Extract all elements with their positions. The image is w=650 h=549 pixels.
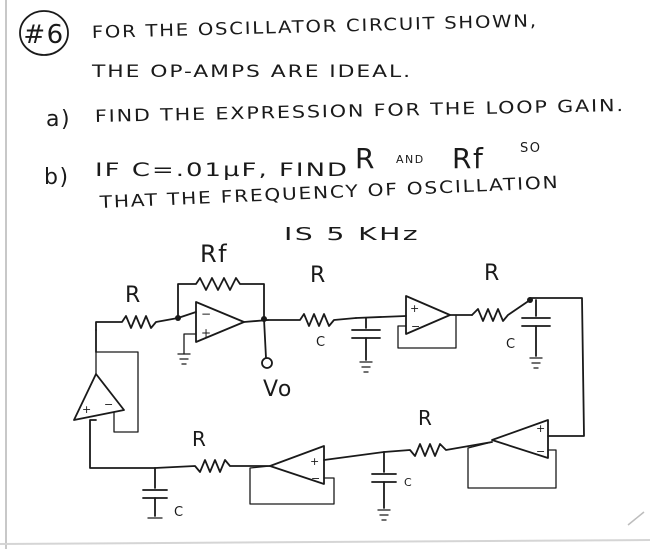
stage-2-resistor-label: R [310, 263, 327, 288]
stage-4-resistor-label: R [418, 406, 433, 430]
input-resistor [95, 311, 197, 331]
rf-label: Rf [200, 240, 228, 268]
svg-text:−: − [104, 398, 115, 411]
part-b-line1-so: SO [520, 141, 541, 156]
buffer-op-amp-2: + − [467, 419, 557, 489]
part-a-marker: a) [46, 107, 71, 132]
stage-3-resistor-label: R [484, 261, 501, 286]
svg-text:−: − [311, 472, 322, 485]
svg-text:+: + [310, 455, 321, 468]
part-b-marker: b) [44, 165, 70, 190]
svg-text:+: + [536, 422, 547, 435]
oscillator-circuit: − + Rf R Vo R [73, 240, 585, 521]
stage-4-resistor [383, 441, 493, 457]
buffer-op-amp-4: + − [73, 351, 139, 433]
stage-5-capacitor [142, 467, 168, 519]
rf-resistor [177, 277, 265, 319]
stage-3-capacitor [521, 299, 551, 369]
svg-text:+: + [410, 302, 421, 315]
statement-line-1: FOR THE OSCILLATOR CIRCUIT SHOWN, [92, 11, 538, 43]
stage-2-capacitor [351, 317, 381, 373]
input-resistor-label: R [125, 283, 142, 308]
summing-node [175, 315, 181, 321]
stage-3-capacitor-label: C [506, 337, 517, 352]
vo-terminal [261, 357, 273, 369]
part-b-line1-rf: Rf [452, 142, 484, 175]
svg-text:−: − [201, 307, 213, 321]
stage-2-capacitor-label: C [316, 335, 327, 350]
stage-4-capacitor [371, 451, 397, 521]
stage-3-resistor [471, 299, 531, 322]
svg-text:−: − [536, 445, 547, 458]
svg-text:+: + [201, 326, 213, 340]
buffer-op-amp-3: + − [249, 445, 335, 505]
stage-4-capacitor-label: C [404, 476, 413, 489]
statement-line-2: THE OP-AMPS ARE IDEAL. [91, 62, 412, 82]
svg-text:+: + [82, 403, 93, 416]
part-a-text: FIND THE EXPRESSION FOR THE LOOP GAIN. [95, 96, 625, 127]
stray-mark [627, 511, 645, 526]
part-b-line1-a: IF C=.01µF, FIND [95, 159, 349, 181]
buffer-op-amp-1: + − [397, 295, 457, 349]
stage-5-resistor-label: R [192, 427, 207, 451]
problem-number: #6 [23, 20, 64, 50]
stage-5-capacitor-label: C [174, 505, 185, 520]
problem-number-badge: #6 [19, 10, 69, 56]
op-amp-1: − + [195, 301, 245, 343]
part-b-line1-and: AND [396, 153, 425, 166]
bottom-page-edge [0, 539, 650, 545]
stage-5-resistor [154, 459, 271, 473]
ground-symbol [177, 353, 191, 365]
stage-2-resistor [267, 313, 357, 327]
part-b-line3: IS 5 KHz [284, 224, 420, 245]
part-b-line1-r: R [355, 142, 376, 175]
vo-label: Vo [263, 377, 293, 402]
svg-text:−: − [411, 320, 422, 333]
